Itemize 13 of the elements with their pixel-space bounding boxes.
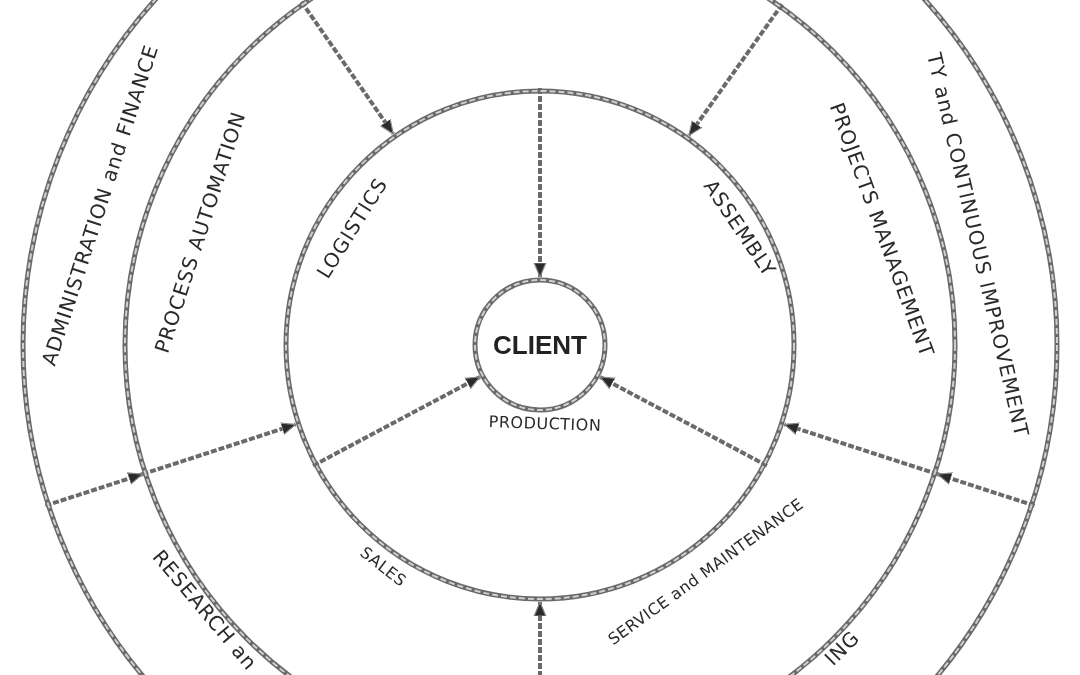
sector-label: PRODUCTION (488, 414, 602, 434)
arrow (687, 3, 784, 137)
arrow (44, 472, 144, 508)
arrow (533, 601, 547, 675)
arrow (299, 0, 395, 136)
arrow (936, 472, 1036, 508)
arrow (141, 422, 297, 477)
sector-label: ING (821, 627, 863, 669)
arrow (312, 375, 481, 468)
arrow (783, 422, 939, 477)
arrow (533, 88, 547, 278)
sector-label: CLIENT (493, 332, 587, 358)
arrow (599, 375, 768, 468)
